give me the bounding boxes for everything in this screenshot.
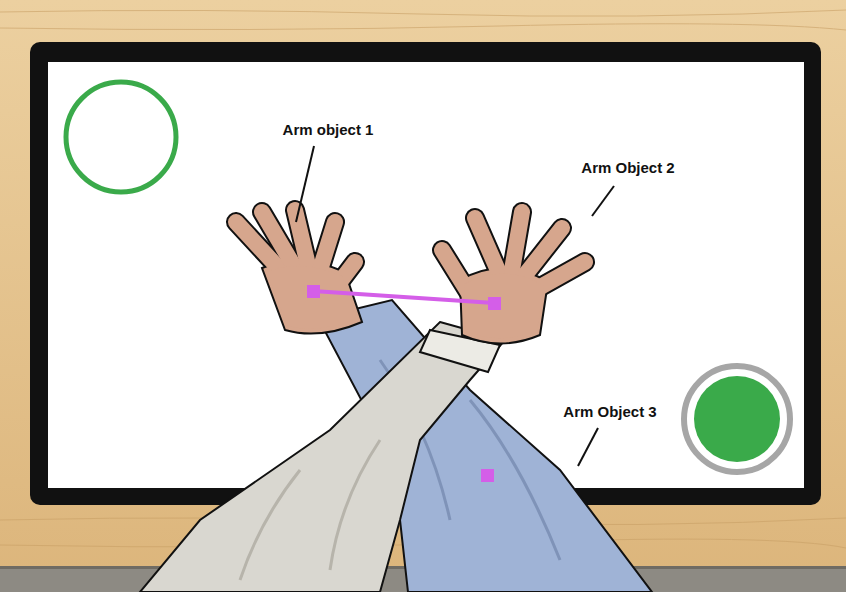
leader-line (578, 428, 598, 466)
callout-label: Arm Object 3 (563, 403, 656, 421)
tracking-point (307, 285, 320, 298)
left-hand (236, 210, 362, 334)
tracking-link (313, 291, 494, 303)
leader-line (296, 146, 314, 222)
callout-label: Arm object 1 (283, 121, 374, 139)
sleeve-fold (240, 440, 380, 580)
callout-label: Arm Object 2 (581, 159, 674, 177)
leader-line (592, 186, 614, 216)
tracking-point (488, 297, 501, 310)
target-ring (66, 82, 176, 192)
tracking-point (481, 469, 494, 482)
button-fill (694, 376, 780, 462)
right-hand (442, 212, 585, 344)
grey-sleeve (140, 322, 505, 592)
button-ring (684, 366, 790, 472)
